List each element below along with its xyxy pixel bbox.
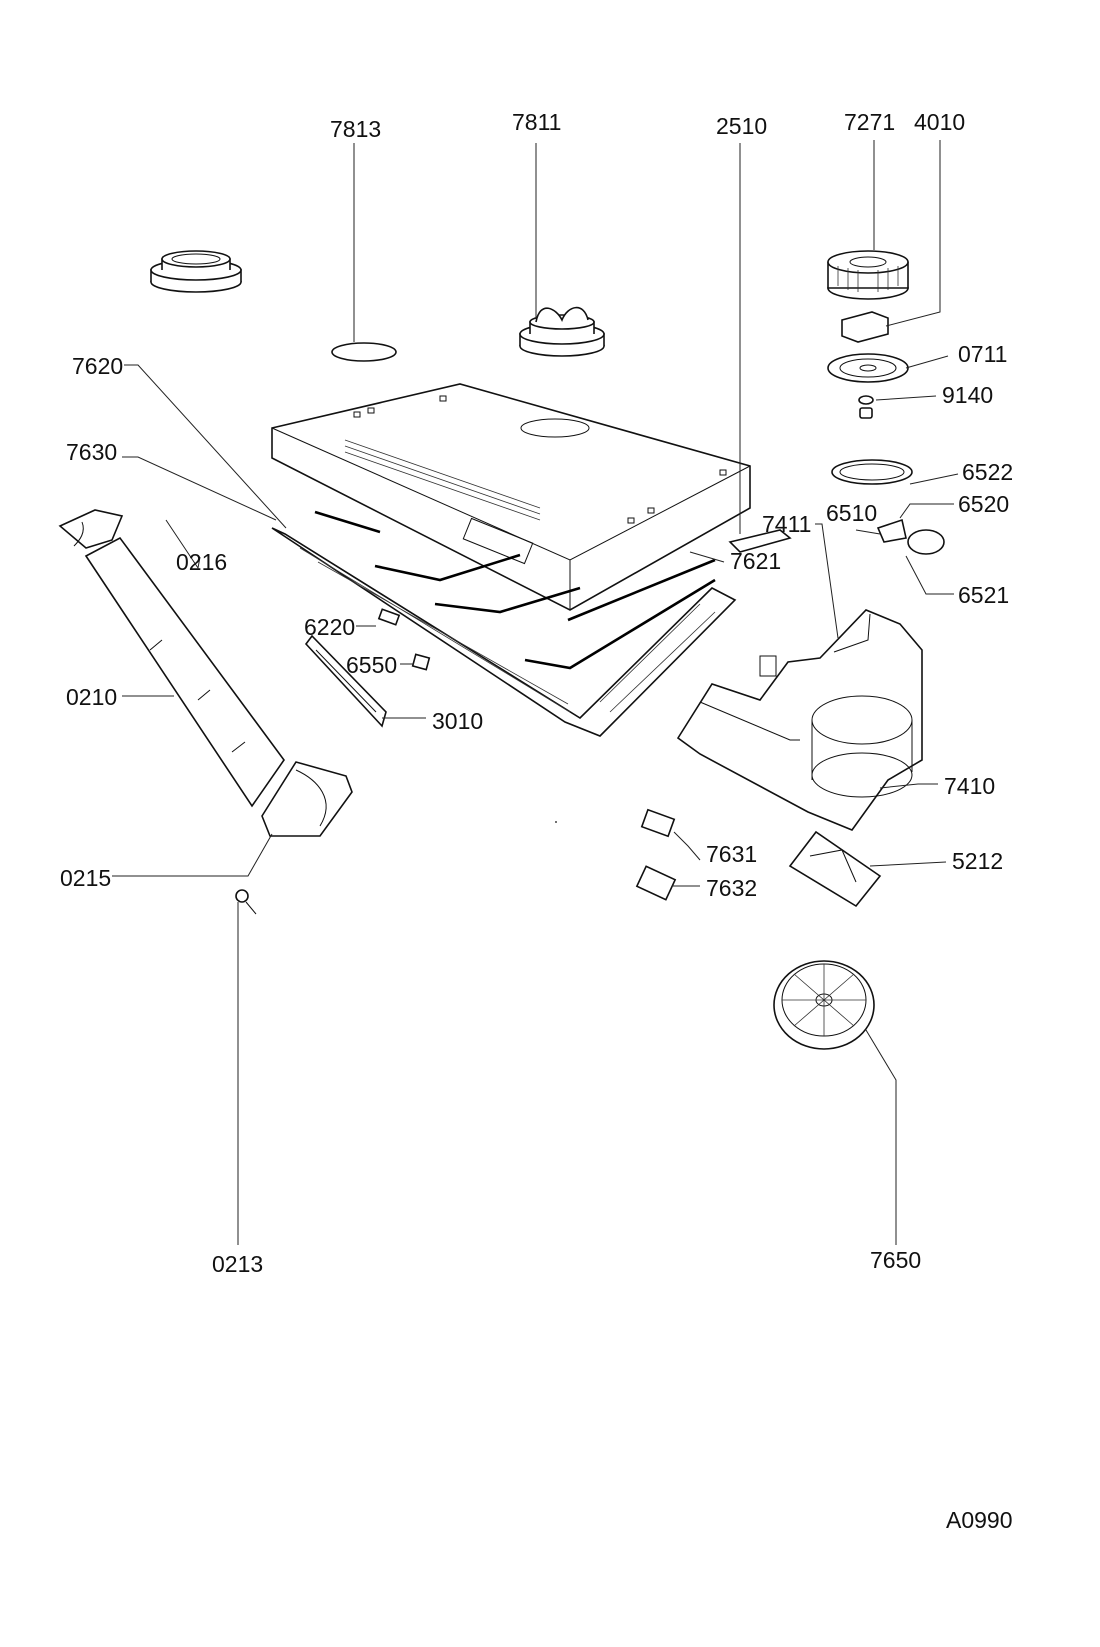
- label-6522: 6522: [962, 459, 1013, 485]
- label-7630: 7630: [66, 439, 117, 465]
- parts-7631-7632-clips: [635, 808, 677, 901]
- label-0210: 0210: [66, 684, 117, 710]
- part-0711-fan: [827, 353, 909, 383]
- part-7650-carbon-filter: [773, 960, 875, 1050]
- label-7813: 7813: [330, 116, 381, 142]
- part-0210-glass-panel: [84, 536, 285, 808]
- label-7620: 7620: [72, 353, 123, 379]
- label-0215: 0215: [60, 865, 111, 891]
- part-6520-lamp: [876, 518, 945, 555]
- drawing-code: A0990: [946, 1507, 1013, 1533]
- label-7271: 7271: [844, 109, 895, 135]
- filter-tray-7630: [271, 527, 737, 737]
- label-7411: 7411: [762, 511, 811, 537]
- label-3010: 3010: [432, 708, 483, 734]
- label-7632: 7632: [706, 875, 757, 901]
- part-7813-disc: [331, 342, 397, 362]
- part-labels: 7813 7811 2510 7271 4010 0711 9140 6522 …: [60, 109, 1013, 1533]
- label-6220: 6220: [304, 614, 355, 640]
- label-6510: 6510: [826, 500, 877, 526]
- label-7811: 7811: [512, 109, 561, 135]
- label-7631: 7631: [706, 841, 757, 867]
- gasket-lines-7620-7621: [314, 510, 716, 670]
- part-7811-valve: [519, 306, 605, 357]
- label-7621: 7621: [730, 548, 781, 574]
- round-collar-part: [150, 250, 242, 293]
- part-0216-end-cap: [58, 509, 124, 549]
- motor-housing-7410: [676, 609, 923, 831]
- label-6521: 6521: [958, 582, 1009, 608]
- label-7650: 7650: [870, 1247, 921, 1273]
- label-9140: 9140: [942, 382, 993, 408]
- part-0215-end-cap: [261, 761, 353, 837]
- part-5212-light-cover: [788, 830, 882, 908]
- label-6550: 6550: [346, 652, 397, 678]
- switch-parts: [304, 608, 431, 728]
- label-2510: 2510: [716, 113, 767, 139]
- label-0213: 0213: [212, 1251, 263, 1277]
- label-0216: 0216: [176, 549, 227, 575]
- part-0213-screw: [235, 889, 257, 915]
- label-0711: 0711: [958, 341, 1007, 367]
- leader-lines: [112, 140, 959, 1245]
- hood-body: [271, 383, 751, 611]
- part-6522-lamp-cover: [831, 459, 913, 485]
- part-2510-plate: [728, 529, 792, 553]
- part-4010-block: [841, 311, 889, 343]
- label-7410: 7410: [944, 773, 995, 799]
- label-6520: 6520: [958, 491, 1009, 517]
- speck: [555, 821, 557, 823]
- part-9140-nut: [858, 395, 874, 419]
- part-7271-motor: [827, 250, 909, 300]
- label-5212: 5212: [952, 848, 1003, 874]
- label-4010: 4010: [914, 109, 965, 135]
